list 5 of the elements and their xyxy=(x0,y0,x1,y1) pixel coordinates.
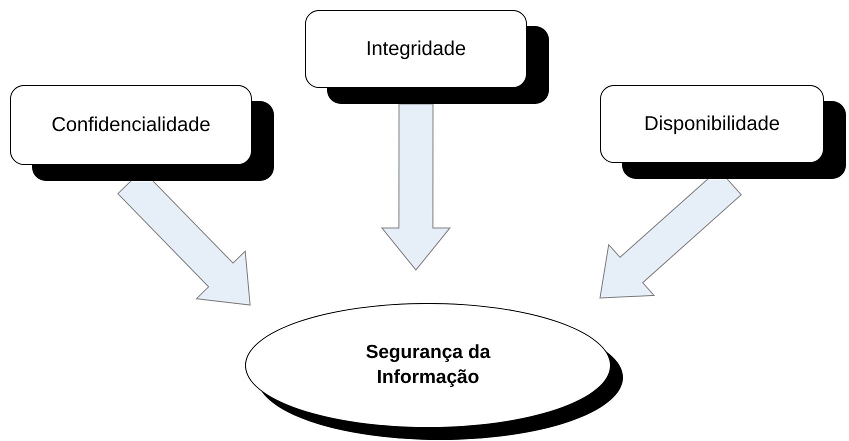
node-label: Disponibilidade xyxy=(643,112,781,137)
node-label: Segurança da Informação xyxy=(364,340,492,390)
block-arrow xyxy=(380,104,451,271)
node-label: Confidencialidade xyxy=(50,113,212,138)
node-label: Integridade xyxy=(364,37,468,62)
